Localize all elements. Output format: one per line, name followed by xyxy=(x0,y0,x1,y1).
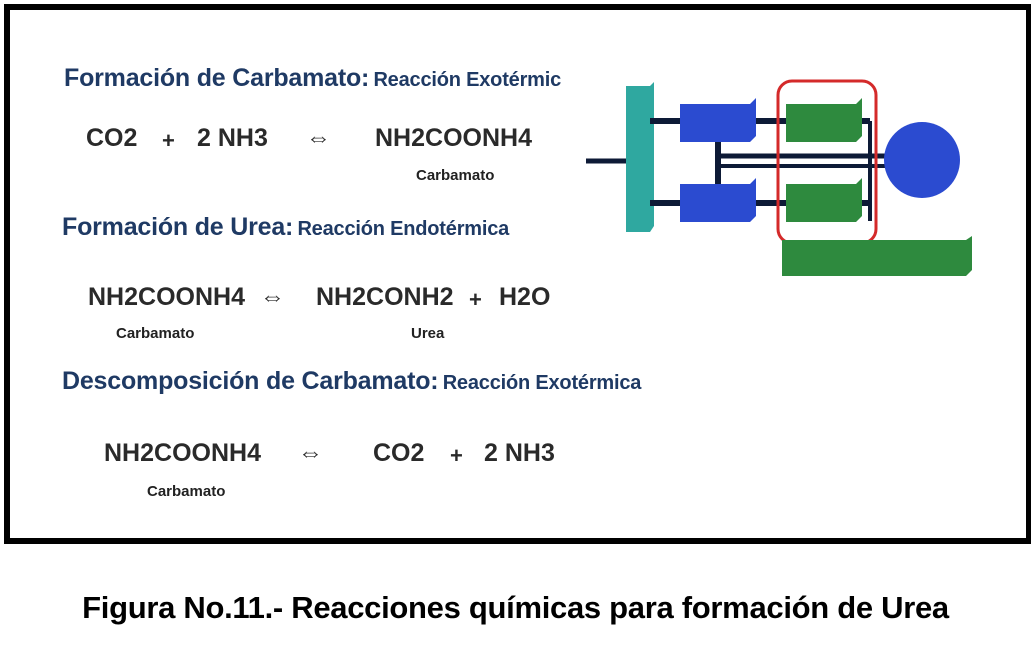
equation-2-plus: + xyxy=(469,287,482,312)
heading-carbamate-formation: Formación de Carbamato: Reacción Exotérm… xyxy=(64,64,561,93)
equation-3-product2: 2 NH3 xyxy=(484,439,555,467)
reaction-type: Reacción Endotérmica xyxy=(297,218,510,240)
blue-circle xyxy=(884,122,960,198)
label-carbamato-3: Carbamato xyxy=(147,483,226,500)
equation-3-product1: CO2 xyxy=(373,439,425,467)
heading-title: Descomposición de Carbamato: xyxy=(62,367,439,395)
label-carbamato-2: Carbamato xyxy=(116,325,195,342)
equation-1-product1: NH2COONH4 xyxy=(375,124,532,152)
teal-column xyxy=(626,82,654,232)
equation-2-product1: NH2CONH2 xyxy=(316,283,454,311)
equation-2-arrow: ⇔ xyxy=(260,283,285,311)
equation-2-reactant1: NH2COONH4 xyxy=(88,283,245,311)
green-block-lower xyxy=(786,178,862,222)
green-base-bar xyxy=(782,236,972,276)
equation-1-plus: + xyxy=(162,128,175,153)
equation-3-arrow: ⇔ xyxy=(298,439,323,467)
heading-carbamate-decomposition: Descomposición de Carbamato: Reacción Ex… xyxy=(62,367,641,396)
heading-title: Formación de Urea: xyxy=(62,213,294,241)
equation-1-reactant1: CO2 xyxy=(86,124,138,152)
green-block-upper xyxy=(786,98,862,142)
label-urea: Urea xyxy=(411,325,445,342)
figure-caption: Figura No.11.- Reacciones químicas para … xyxy=(82,590,949,625)
equation-2-product2: H2O xyxy=(499,283,551,311)
reaction-type: Reacción Exotérmic xyxy=(373,69,562,91)
process-schematic-diagram xyxy=(586,79,972,276)
equation-1-arrow: ⇔ xyxy=(306,124,331,152)
equation-1-reactant2: 2 NH3 xyxy=(197,124,268,152)
equation-3-reactant1: NH2COONH4 xyxy=(104,439,261,467)
blue-block-lower xyxy=(680,178,756,222)
heading-title: Formación de Carbamato: xyxy=(64,64,370,92)
blue-block-upper xyxy=(680,98,756,142)
reaction-type: Reacción Exotérmica xyxy=(442,372,642,394)
label-carbamato-1: Carbamato xyxy=(416,167,495,184)
heading-urea-formation: Formación de Urea: Reacción Endotérmica xyxy=(62,213,509,242)
equation-3-plus: + xyxy=(450,443,463,468)
